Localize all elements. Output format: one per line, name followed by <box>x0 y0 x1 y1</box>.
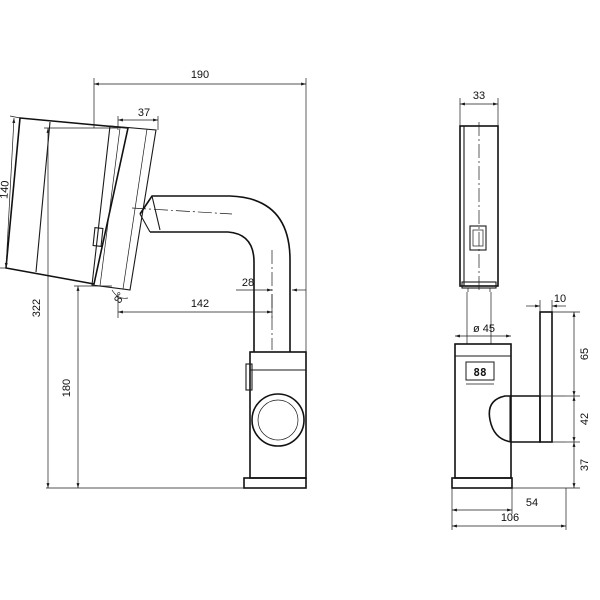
side-view: 190 37 140 322 180 <box>0 69 307 489</box>
dim-label-37-head: 37 <box>138 107 150 119</box>
dim-label-54: 54 <box>526 497 538 509</box>
dim-54: 54 <box>452 497 538 512</box>
dim-label-322: 322 <box>31 299 43 317</box>
dim-28: 28 <box>236 277 306 292</box>
dim-label-10: 10 <box>554 293 566 305</box>
front-body: 88 <box>454 343 541 479</box>
lever-knob <box>251 393 305 447</box>
front-head <box>459 122 499 292</box>
head-button <box>92 227 104 247</box>
dim-37-head: 37 <box>117 107 159 130</box>
dim-label-37-front: 37 <box>579 459 591 471</box>
dim-label-28: 28 <box>242 277 254 289</box>
display-readout: 88 <box>473 366 486 379</box>
dim-142: 142 <box>117 294 273 318</box>
dim-33: 33 <box>459 90 499 126</box>
spout <box>131 195 291 352</box>
temperature-display <box>465 361 495 381</box>
dim-label-33: 33 <box>473 90 485 102</box>
side-base <box>243 477 307 489</box>
front-handle <box>539 311 566 443</box>
dim-322: 322 <box>31 127 118 488</box>
front-head-button <box>469 225 487 251</box>
dim-label-42: 42 <box>579 413 591 425</box>
dim-label-65: 65 <box>579 348 591 360</box>
dim-label-190: 190 <box>191 69 209 81</box>
dim-label-106: 106 <box>501 512 519 524</box>
dim-label-angle: 8° <box>112 290 128 305</box>
dim-10: 10 <box>526 293 566 312</box>
front-view: 88 33 ø 45 <box>451 90 591 530</box>
front-base <box>451 477 513 489</box>
dim-label-140: 140 <box>0 180 12 199</box>
dim-180: 180 <box>61 285 112 488</box>
dim-label-180: 180 <box>61 379 73 397</box>
dim-right-stack: 65 42 37 <box>512 311 591 489</box>
dim-106: 106 <box>452 512 566 528</box>
dim-190: 190 <box>93 69 307 352</box>
tap-body <box>243 351 307 489</box>
dim-140: 140 <box>0 115 21 269</box>
side-button <box>245 363 253 391</box>
dim-label-142: 142 <box>191 298 209 310</box>
dim-label-45: ø 45 <box>473 323 495 335</box>
dim-45: ø 45 <box>455 323 511 338</box>
